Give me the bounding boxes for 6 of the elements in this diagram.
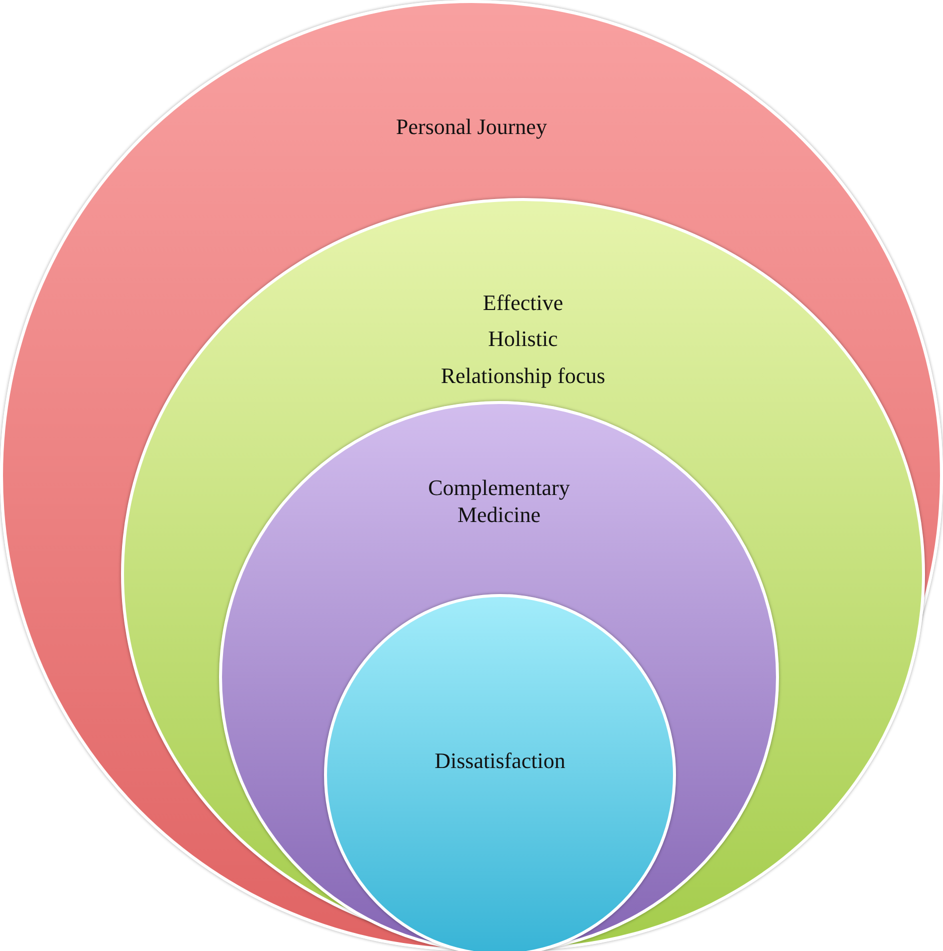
circle-label: Holistic [488, 325, 558, 352]
circle-label: Relationship focus [440, 362, 606, 389]
circle-label: Personal Journey [396, 113, 547, 140]
circle-label: Dissatisfaction [434, 747, 566, 774]
circle-label: Effective [482, 289, 564, 316]
circle-label: Complementary Medicine [427, 474, 571, 528]
